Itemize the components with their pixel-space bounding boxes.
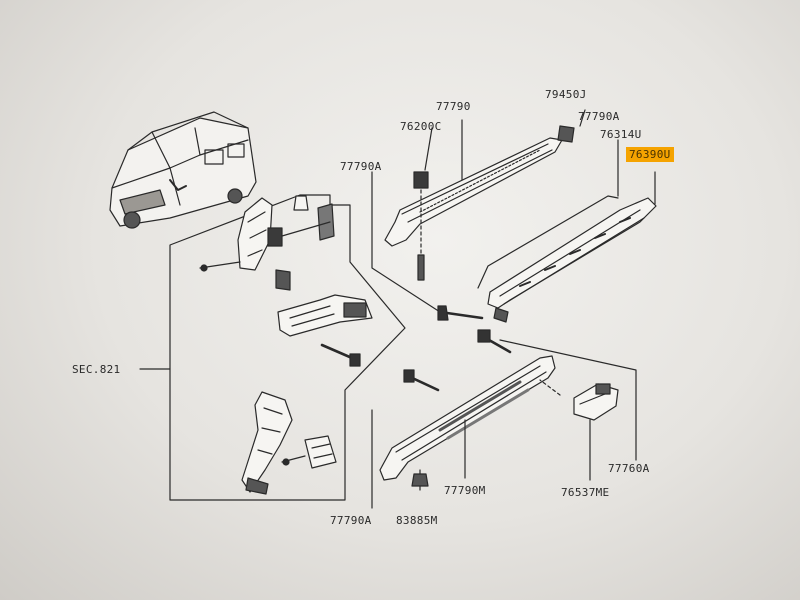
lower-rail (371, 355, 556, 509)
mid-fasteners (371, 171, 637, 461)
label-76200c: 76200C (400, 120, 442, 133)
label-76314u: 76314U (600, 128, 642, 141)
label-83885m: 83885M (396, 514, 438, 527)
label-77790a-bottom: 77790A (330, 514, 372, 527)
upper-rail (384, 119, 575, 281)
label-79450j: 79450J (545, 88, 587, 101)
label-77790a-left: 77790A (340, 160, 382, 173)
label-77790: 77790 (436, 100, 471, 113)
hinge-upper (199, 195, 335, 291)
group-frame (169, 194, 406, 501)
label-76537me: 76537ME (561, 486, 610, 499)
hinge-lower (241, 391, 337, 495)
label-77790a-right: 77790A (578, 110, 620, 123)
label-76390u: 76390U (626, 147, 674, 162)
striker-block (539, 379, 619, 481)
side-rail (477, 109, 657, 309)
label-77790m: 77790M (444, 484, 486, 497)
van-illustration (109, 111, 257, 229)
label-77760a: 77760A (608, 462, 650, 475)
hinge-middle (277, 294, 373, 367)
label-sec-821: SEC.821 (72, 363, 121, 376)
